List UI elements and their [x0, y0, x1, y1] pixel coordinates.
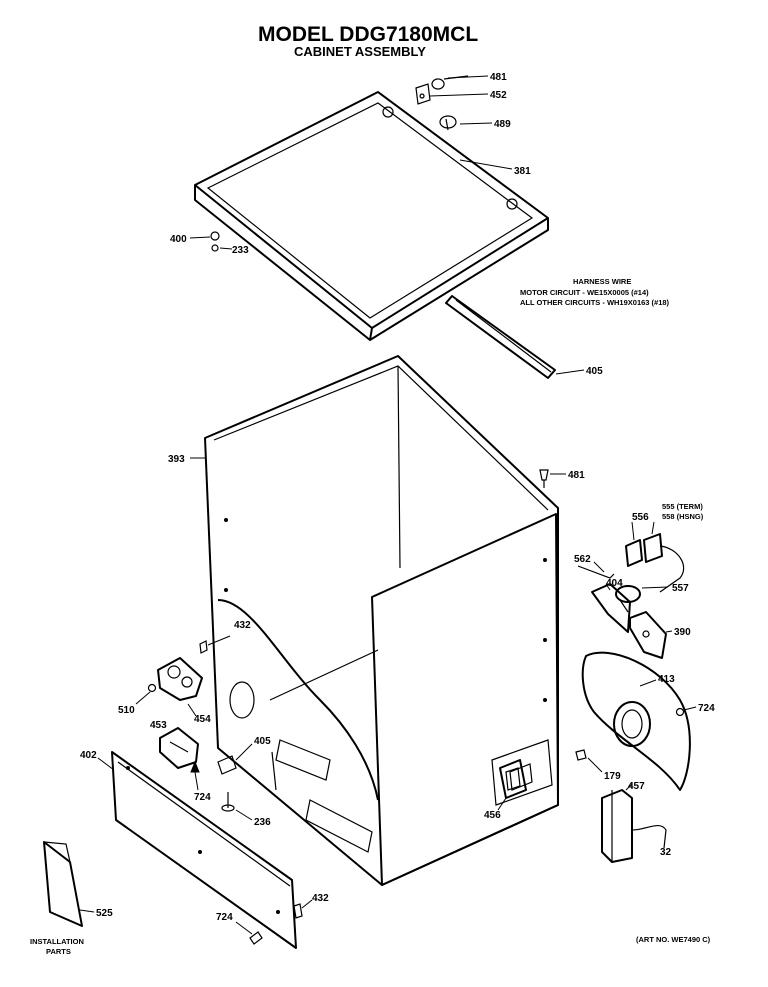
switch-457	[601, 783, 633, 863]
terminal-line2: 558 (HSNG)	[662, 512, 704, 521]
label-556: 556	[632, 512, 649, 523]
label-481-top: 481	[490, 72, 507, 83]
label-233: 233	[232, 245, 249, 256]
screw-510	[135, 683, 157, 705]
label-525: 525	[96, 908, 113, 919]
art-number: (ART NO. WE7490 C)	[636, 935, 711, 944]
label-404: 404	[606, 578, 623, 589]
diagram-title: MODEL DDG7180MCL	[258, 23, 478, 46]
screw-724-bottom	[235, 921, 263, 945]
label-454: 454	[194, 714, 211, 725]
shield-413	[581, 651, 691, 791]
label-489: 489	[494, 119, 511, 130]
terminal-line1: 555 (TERM)	[662, 502, 703, 511]
label-402: 402	[80, 750, 97, 761]
installation-line1: INSTALLATION	[30, 937, 84, 946]
top-panel	[194, 91, 549, 341]
label-32: 32	[660, 847, 672, 858]
clip-432-left	[199, 635, 231, 654]
label-562: 562	[574, 554, 591, 565]
harness-line2: MOTOR CIRCUIT - WE15X0005 (#14)	[520, 288, 649, 297]
label-452: 452	[490, 90, 507, 101]
screw-724-right	[675, 706, 697, 717]
label-453: 453	[150, 720, 167, 731]
screw-481	[539, 469, 566, 488]
wire-562	[577, 561, 615, 579]
bracket-390	[629, 611, 673, 659]
screw-724-mid	[190, 760, 200, 791]
label-457: 457	[628, 781, 645, 792]
bracket-454	[157, 657, 203, 701]
leveling-leg-236	[221, 792, 253, 821]
label-481-mid: 481	[568, 470, 585, 481]
label-413: 413	[658, 674, 675, 685]
leaders-top	[189, 75, 513, 250]
bracket-456	[497, 759, 527, 811]
label-724-right: 724	[698, 703, 715, 714]
diagram-subtitle: CABINET ASSEMBLY	[294, 44, 426, 59]
callout-labels: 481 452 489 381 400 233 HARNESS WIRE MOT…	[30, 72, 715, 956]
label-405-low: 405	[254, 736, 271, 747]
label-432-left: 432	[234, 620, 251, 631]
clip-405-low	[217, 743, 253, 775]
leader-454	[187, 703, 197, 717]
installation-envelope-525	[43, 841, 95, 927]
sensor-557	[615, 585, 669, 613]
toe-kick-402	[97, 751, 297, 949]
label-724-bottom: 724	[216, 912, 233, 923]
bracket-404	[591, 583, 631, 633]
harness-wire	[445, 295, 585, 379]
label-400: 400	[170, 234, 187, 245]
label-405: 405	[586, 366, 603, 377]
label-510: 510	[118, 705, 135, 716]
bracket-453	[159, 727, 199, 769]
label-456: 456	[484, 810, 501, 821]
label-179: 179	[604, 771, 621, 782]
label-381: 381	[514, 166, 531, 177]
installation-line2: PARTS	[46, 947, 71, 956]
harness-line1: HARNESS WIRE	[573, 277, 631, 286]
harness-line3: ALL OTHER CIRCUITS - WH19X0163 (#18)	[520, 298, 670, 307]
label-393: 393	[168, 454, 185, 465]
wire-32	[631, 825, 667, 849]
screw-179	[575, 749, 603, 773]
clip-432-bottom	[293, 899, 313, 919]
label-724-mid: 724	[194, 792, 211, 803]
cabinet	[204, 355, 559, 886]
label-557: 557	[672, 583, 689, 594]
label-236: 236	[254, 817, 271, 828]
terminal-556-555	[625, 521, 685, 593]
top-hardware	[210, 75, 469, 252]
label-390: 390	[674, 627, 691, 638]
label-432-bottom: 432	[312, 893, 329, 904]
